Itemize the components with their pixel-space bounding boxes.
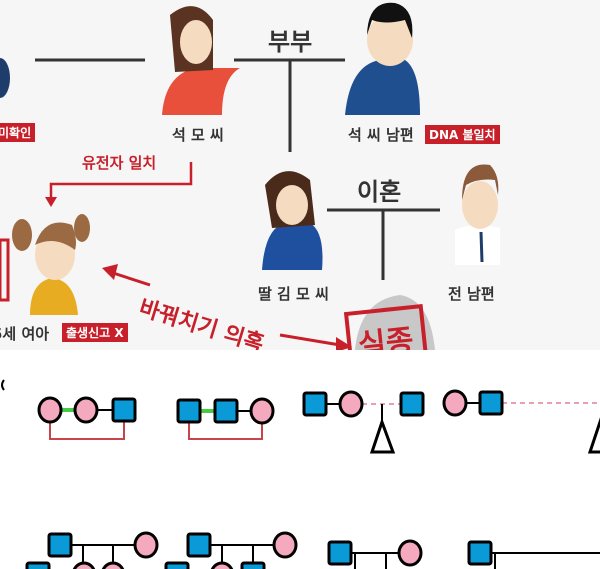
child-avatar-icon: [12, 214, 90, 315]
family-group-4: [467, 540, 600, 569]
swap-arrow: [109, 270, 341, 347]
ex-husband-name: 전 남편: [448, 285, 495, 303]
partial-person-icon: [0, 58, 10, 98]
family-diagram-graphic: 부부 이혼 미확인 석 모 씨 석 씨 남편 DNA 불일치 유전자 일치 딸 …: [0, 2, 500, 350]
pregnancy-group-2: [442, 389, 600, 454]
family-group-1: [25, 531, 159, 569]
ex-husband-avatar-icon: [455, 164, 500, 265]
couple-label: 부부: [268, 28, 313, 56]
divorce-label: 이혼: [357, 178, 402, 206]
gene-match-label: 유전자 일치: [82, 154, 157, 172]
mother-name: 석 모 씨: [172, 126, 224, 144]
gene-match-arrow: [49, 162, 193, 198]
dna-mismatch-badge: DNA 불일치: [425, 125, 500, 144]
consanguinity-group-1: [37, 396, 137, 440]
pregnancy-group-1: [302, 390, 425, 454]
family-group-2: [164, 531, 298, 569]
mother-avatar-icon: [162, 6, 240, 115]
no-birth-registration-badge: 출생신고 X: [62, 323, 128, 342]
child-name: 5세 여아: [0, 325, 50, 343]
daughter-avatar-icon: [262, 171, 323, 270]
husband-avatar-icon: [345, 2, 420, 115]
missing-person-icon: [355, 295, 435, 350]
husband-name: 석 씨 남편: [348, 126, 414, 144]
missing-stamp-frame: [343, 303, 429, 350]
family-group-3: [327, 539, 423, 569]
pedigree-diagram: [1, 379, 600, 569]
pedigree-symbols: [0, 350, 600, 569]
missing-stamp: 실종: [356, 323, 416, 350]
consanguinity-group-2: [176, 397, 275, 440]
unconfirmed-badge: 미확인: [0, 123, 36, 142]
daughter-name: 딸 김 모 씨: [258, 285, 329, 303]
family-diagram-lines: [0, 2, 500, 350]
